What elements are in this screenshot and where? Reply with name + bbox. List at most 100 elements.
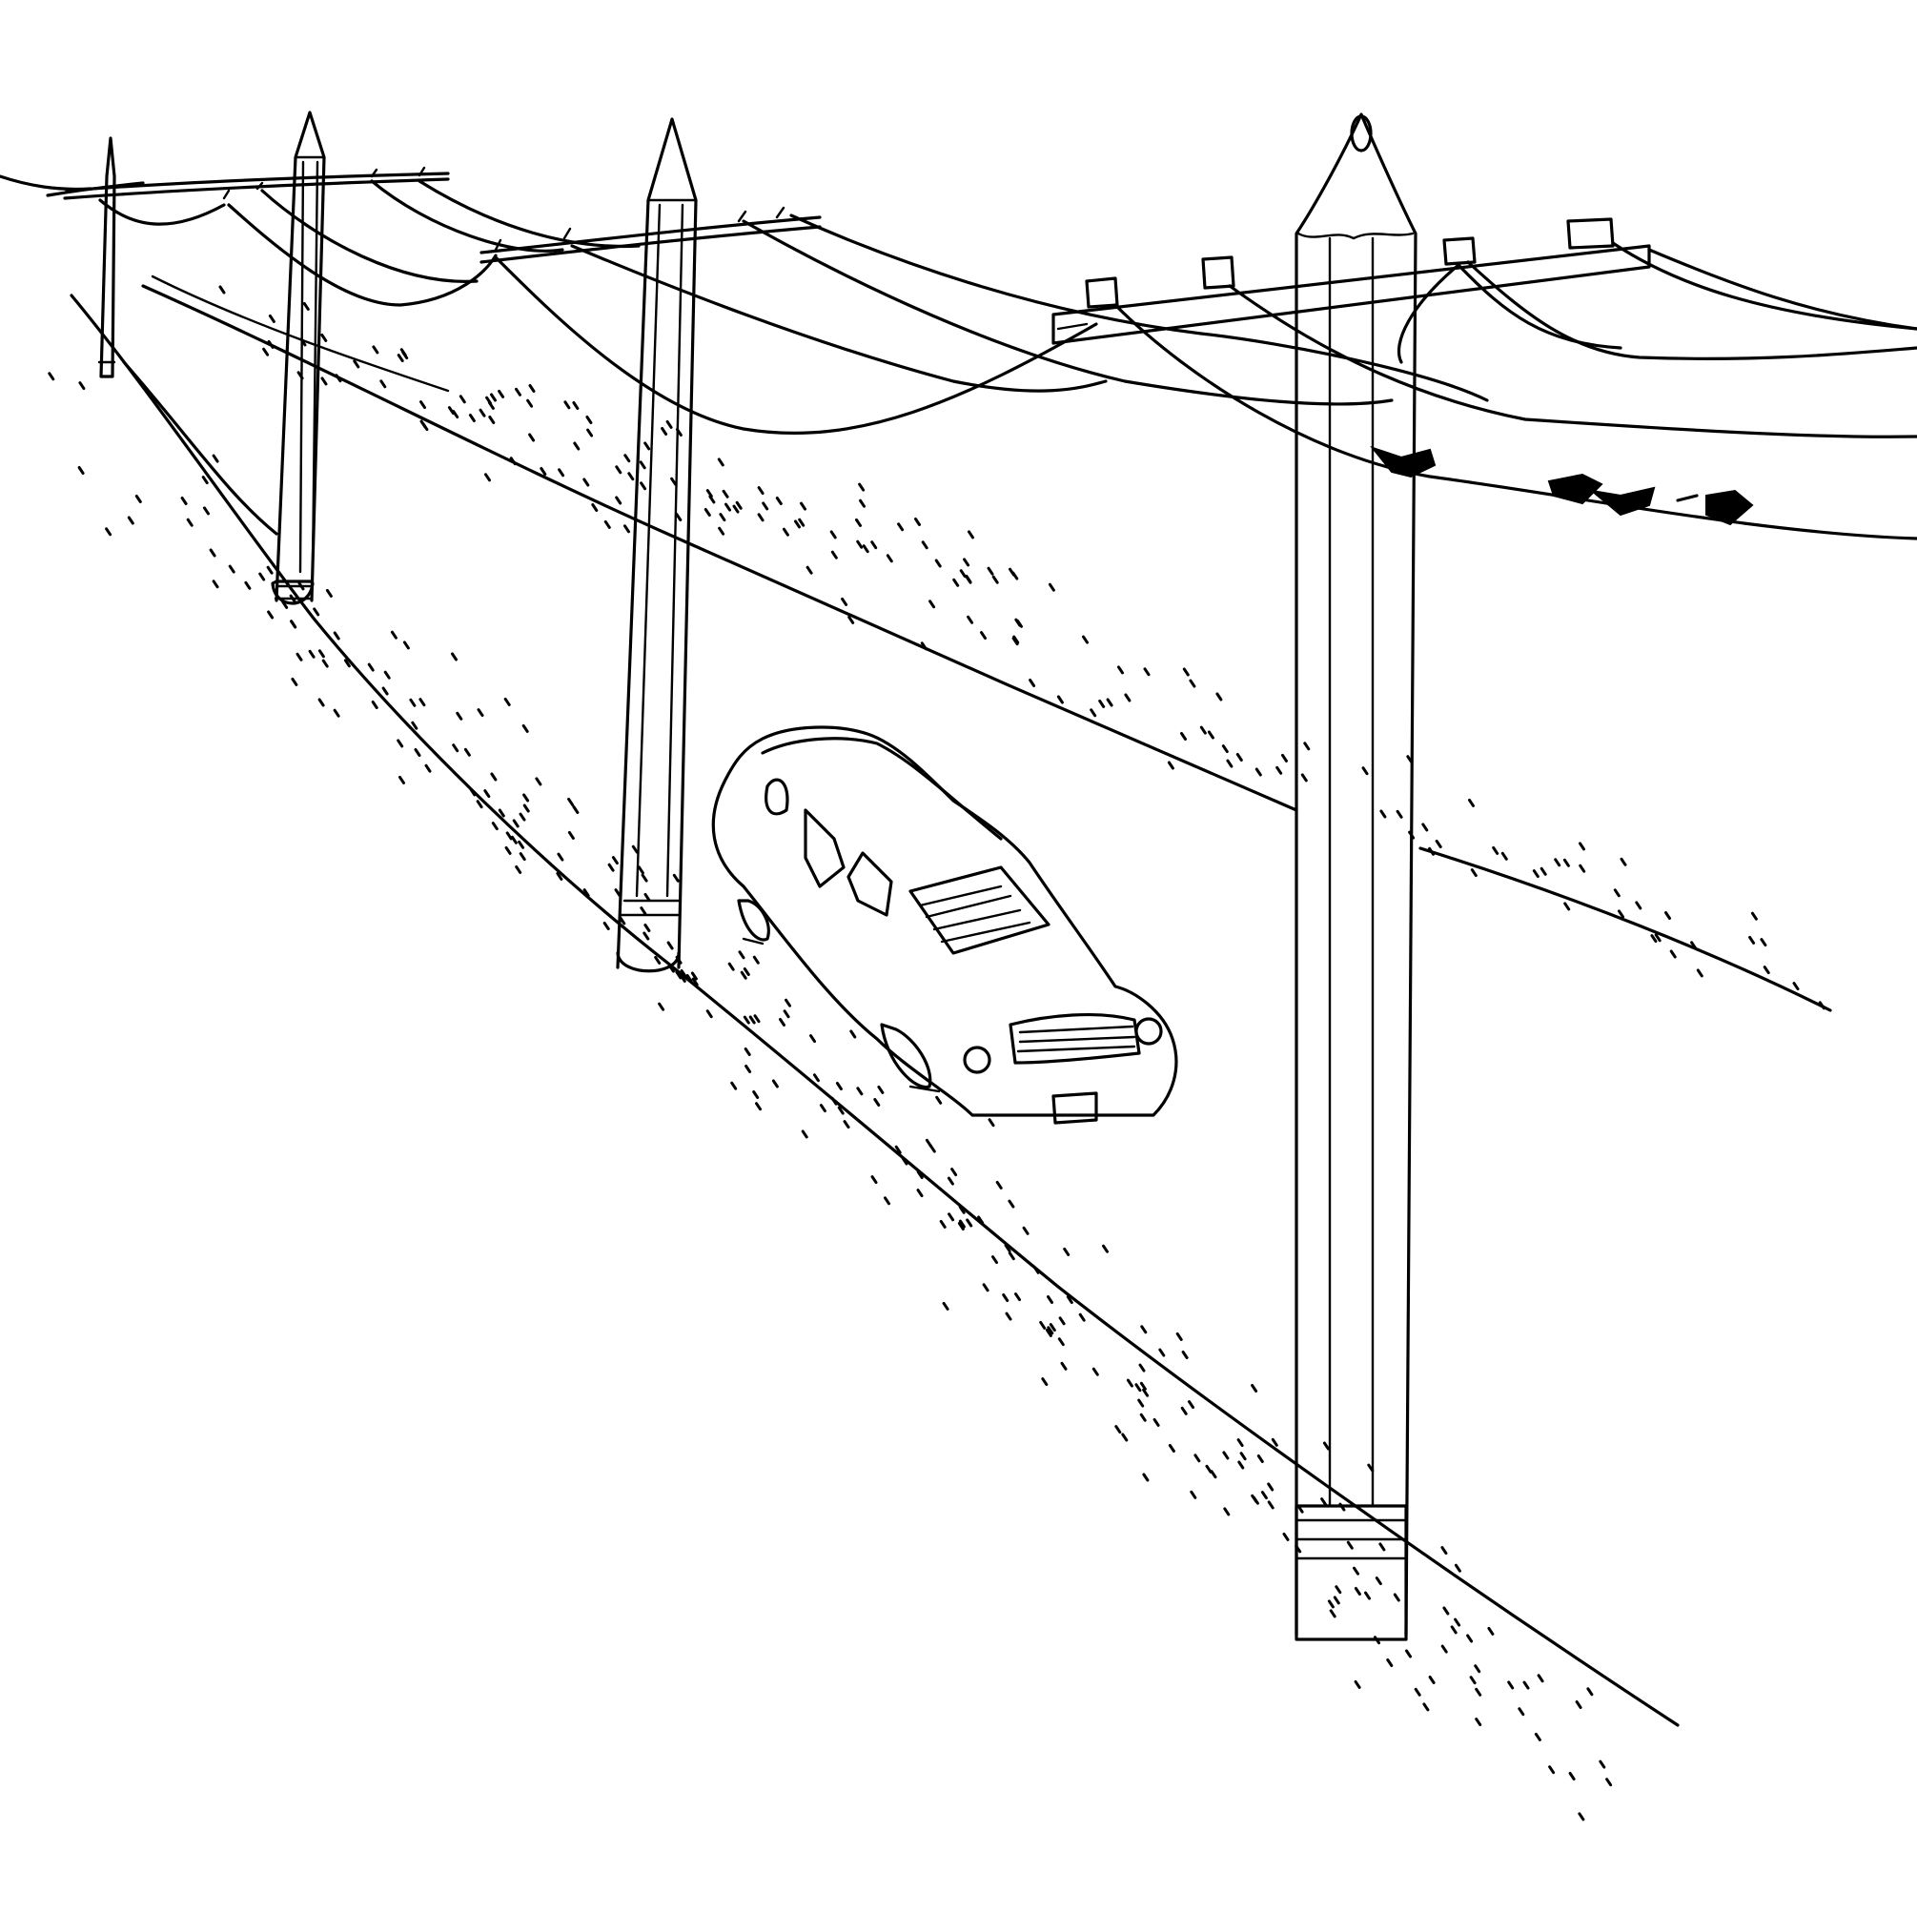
stipple-dot xyxy=(1210,1470,1217,1479)
stipple-dot xyxy=(1760,938,1767,947)
stipple-dot xyxy=(1140,1325,1148,1334)
stipple-dot xyxy=(509,457,517,466)
stipple-dot xyxy=(1223,1507,1231,1516)
stipple-dot xyxy=(920,641,928,651)
stipple-dot xyxy=(321,659,329,668)
stipple-dot xyxy=(1236,1438,1244,1448)
stipple-dot xyxy=(512,819,520,828)
stipple-dot xyxy=(1041,1377,1049,1387)
stipple-dot xyxy=(752,955,760,965)
stipple-dot xyxy=(614,888,622,898)
insulator xyxy=(1442,236,1477,266)
stipple-dot xyxy=(798,518,806,527)
stipple-dot xyxy=(397,739,404,748)
stipple-dot xyxy=(1237,1460,1245,1470)
stipple-dot xyxy=(1199,725,1207,735)
stipple-dot xyxy=(914,518,921,526)
stipple-dot xyxy=(1487,1626,1495,1636)
stipple-dot xyxy=(414,748,421,757)
stipple-dot xyxy=(837,1106,845,1115)
stipple-dot xyxy=(1048,582,1055,592)
stipple-dot xyxy=(1563,902,1571,911)
stipple-dot xyxy=(563,400,571,410)
stipple-dot xyxy=(491,822,499,831)
stipple-dot xyxy=(950,1168,958,1177)
stipple-dot xyxy=(1143,667,1151,677)
stipple-dot xyxy=(515,864,522,874)
crossarm-near xyxy=(1051,244,1651,345)
road-far-edge-right xyxy=(1418,846,1832,1012)
insulator xyxy=(1566,217,1615,250)
stipple-dot xyxy=(1428,846,1436,856)
stipple-dot xyxy=(1364,1591,1371,1600)
stipple-dot xyxy=(1011,571,1019,580)
stipple-dot xyxy=(1004,1244,1011,1253)
stipple-dot xyxy=(753,1014,761,1024)
bird xyxy=(1370,445,1437,478)
stipple-dot xyxy=(859,498,866,508)
stipple-dot xyxy=(77,466,85,475)
stipple-dot xyxy=(419,400,426,410)
pencil-pole-2 xyxy=(63,111,450,605)
stipple-dot xyxy=(1435,840,1442,848)
stipple-dot xyxy=(421,422,429,432)
stipple-dot xyxy=(685,974,693,983)
stipple-dot xyxy=(1422,1702,1430,1712)
stipple-dot xyxy=(397,354,404,363)
stipple-dot xyxy=(1354,1679,1361,1689)
stipple-dot xyxy=(722,489,729,498)
stipple-dot xyxy=(730,1081,738,1090)
stipple-dot xyxy=(1548,1765,1556,1775)
stipple-dot xyxy=(477,708,484,718)
stipple-dot xyxy=(1554,858,1561,867)
stipple-dot xyxy=(381,686,389,696)
stipple-dot xyxy=(719,513,726,522)
stipple-dot xyxy=(1032,1265,1040,1274)
stipple-dot xyxy=(1124,693,1132,702)
stipple-dot xyxy=(666,941,674,950)
stipple-dot xyxy=(333,631,340,641)
stipple-dot xyxy=(573,441,581,451)
pencil-pole-near xyxy=(1051,112,1651,1641)
stipple-dot xyxy=(1205,1464,1213,1474)
stipple-dot xyxy=(743,967,750,976)
stipple-dot xyxy=(963,558,970,567)
stipple-dot xyxy=(675,513,683,521)
stipple-dot xyxy=(980,631,987,641)
stipple-dot xyxy=(877,1085,885,1094)
stipple-dot xyxy=(856,1087,864,1096)
stipple-dot xyxy=(1260,1491,1268,1500)
stipple-dot xyxy=(503,697,511,706)
stipple-dot xyxy=(968,530,974,539)
stipple-dot xyxy=(1532,869,1540,879)
stipple-dot xyxy=(518,840,525,849)
stipple-dot xyxy=(1507,1680,1515,1690)
stipple-dot xyxy=(631,844,639,854)
stipple-dot xyxy=(1047,1326,1054,1335)
stipple-dot xyxy=(1207,730,1214,740)
stipple-dot xyxy=(995,1180,1003,1190)
stipple-dot xyxy=(557,852,564,862)
stipple-dot xyxy=(1599,1759,1606,1769)
stipple-dot xyxy=(1106,698,1113,707)
stipple-dot xyxy=(870,540,878,550)
stipple-dot xyxy=(451,652,458,661)
stipple-dot xyxy=(515,387,521,397)
car-windshield xyxy=(908,865,1050,955)
stipple-dot xyxy=(1047,1295,1053,1304)
stipple-dot xyxy=(757,513,765,522)
stipple-dot xyxy=(809,1034,816,1044)
stipple-dot xyxy=(1475,1718,1482,1727)
stipple-dot xyxy=(1300,773,1308,783)
stipple-dot xyxy=(1057,1337,1065,1347)
stipple-dot xyxy=(556,871,563,881)
stipple-dot xyxy=(1256,1454,1264,1463)
stipple-dot xyxy=(1056,695,1064,704)
stipple-dot xyxy=(266,565,274,575)
stipple-dot xyxy=(966,1218,973,1228)
stipple-dot xyxy=(1475,1687,1482,1697)
stipple-dot xyxy=(456,711,463,721)
stipple-dot xyxy=(1540,866,1547,876)
stipple-dot xyxy=(639,460,646,470)
